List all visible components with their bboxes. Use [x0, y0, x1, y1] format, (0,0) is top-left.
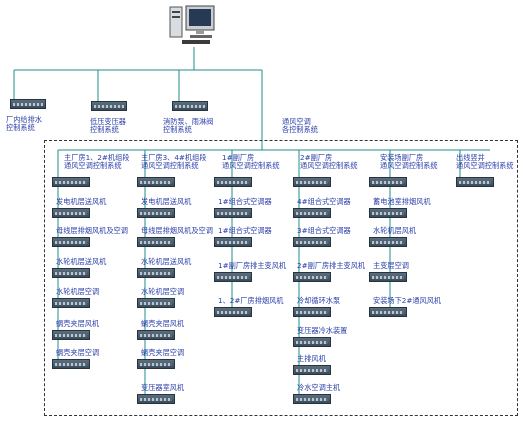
- subsystem-device: [172, 101, 208, 111]
- equipment-label: 1#副厂房排主变风机: [218, 261, 287, 270]
- equipment-label: 发电机层送风机: [56, 197, 107, 206]
- equipment-label: 蜗壳夹层空调: [141, 348, 185, 357]
- column-controller-device: [456, 177, 494, 187]
- computer-workstation-icon: [168, 4, 220, 46]
- column-header: 1#副厂房 通风空调控制系统: [222, 153, 280, 170]
- column-controller-device: [137, 177, 175, 187]
- equipment-label: 母线层排烟风机及空调: [56, 226, 128, 235]
- equipment-device: [293, 307, 331, 317]
- equipment-label: 水轮机层送风机: [56, 257, 107, 266]
- equipment-label: 主变层空调: [373, 261, 409, 270]
- equipment-device: [137, 208, 175, 218]
- equipment-label: 水轮机层送风机: [141, 257, 192, 266]
- equipment-device: [137, 394, 175, 404]
- equipment-device: [369, 272, 407, 282]
- equipment-label: 水轮机层空调: [141, 287, 185, 296]
- column-controller-device: [293, 177, 331, 187]
- group-title: 通风空调 各控制系统: [282, 117, 318, 134]
- equipment-device: [214, 208, 252, 218]
- equipment-label: 主排风机: [297, 354, 326, 363]
- equipment-label: 变压器冷水装置: [297, 326, 348, 335]
- equipment-device: [52, 298, 90, 308]
- equipment-device: [52, 268, 90, 278]
- subsystem-label: 消防泵、雨淋阀 控制系统: [163, 117, 214, 134]
- subsystem-label: 厂内给排水 控制系统: [6, 115, 42, 132]
- equipment-device: [137, 359, 175, 369]
- equipment-device: [369, 208, 407, 218]
- column-header: 安装场副厂房 通风空调控制系统: [380, 153, 438, 170]
- equipment-label: 安装场下2#通风风机: [373, 296, 442, 305]
- equipment-label: 2#副厂房排主变风机: [297, 261, 366, 270]
- column-header: 主厂房3、4#机组段 通风空调控制系统: [141, 153, 207, 170]
- equipment-device: [137, 330, 175, 340]
- equipment-label: 蜗壳夹层空调: [56, 348, 100, 357]
- column-controller-device: [369, 177, 407, 187]
- column-controller-device: [214, 177, 252, 187]
- equipment-label: 水轮机层空调: [56, 287, 100, 296]
- equipment-label: 4#组合式空调器: [297, 197, 351, 206]
- equipment-label: 1#组合式空调器: [218, 226, 272, 235]
- equipment-label: 水轮机层风机: [373, 226, 417, 235]
- equipment-device: [293, 365, 331, 375]
- subsystem-label: 低压变压器 控制系统: [90, 117, 126, 134]
- equipment-label: 发电机层送风机: [141, 197, 192, 206]
- equipment-label: 蓄电池室排烟风机: [373, 197, 431, 206]
- equipment-device: [293, 272, 331, 282]
- equipment-device: [137, 268, 175, 278]
- equipment-device: [137, 298, 175, 308]
- equipment-label: 蜗壳夹层风机: [141, 319, 185, 328]
- column-header: 2#副厂房 通风空调控制系统: [300, 153, 358, 170]
- equipment-device: [293, 337, 331, 347]
- equipment-device: [214, 272, 252, 282]
- equipment-label: 3#组合式空调器: [297, 226, 351, 235]
- equipment-device: [293, 394, 331, 404]
- equipment-device: [214, 307, 252, 317]
- subsystem-device: [10, 99, 46, 109]
- equipment-device: [369, 307, 407, 317]
- equipment-label: 冷水空调主机: [297, 383, 341, 392]
- equipment-label: 1#组合式空调器: [218, 197, 272, 206]
- equipment-label: 冷却循环水泵: [297, 296, 341, 305]
- equipment-device: [369, 237, 407, 247]
- column-header: 主厂房1、2#机组段 通风空调控制系统: [64, 153, 130, 170]
- equipment-device: [52, 330, 90, 340]
- column-controller-device: [52, 177, 90, 187]
- equipment-device: [293, 237, 331, 247]
- equipment-device: [52, 208, 90, 218]
- equipment-label: 蜗壳夹层风机: [56, 319, 100, 328]
- equipment-label: 变压器室风机: [141, 383, 185, 392]
- hvac-group-boundary: [44, 140, 518, 416]
- equipment-label: 母线层排烟风机及空调: [141, 226, 213, 235]
- column-header: 出线竖井 通风空调控制系统: [456, 153, 514, 170]
- equipment-device: [293, 208, 331, 218]
- equipment-device: [52, 359, 90, 369]
- equipment-device: [137, 237, 175, 247]
- equipment-device: [52, 237, 90, 247]
- equipment-label: 1、2#厂房排烟风机: [218, 296, 284, 305]
- subsystem-device: [91, 101, 127, 111]
- equipment-device: [214, 237, 252, 247]
